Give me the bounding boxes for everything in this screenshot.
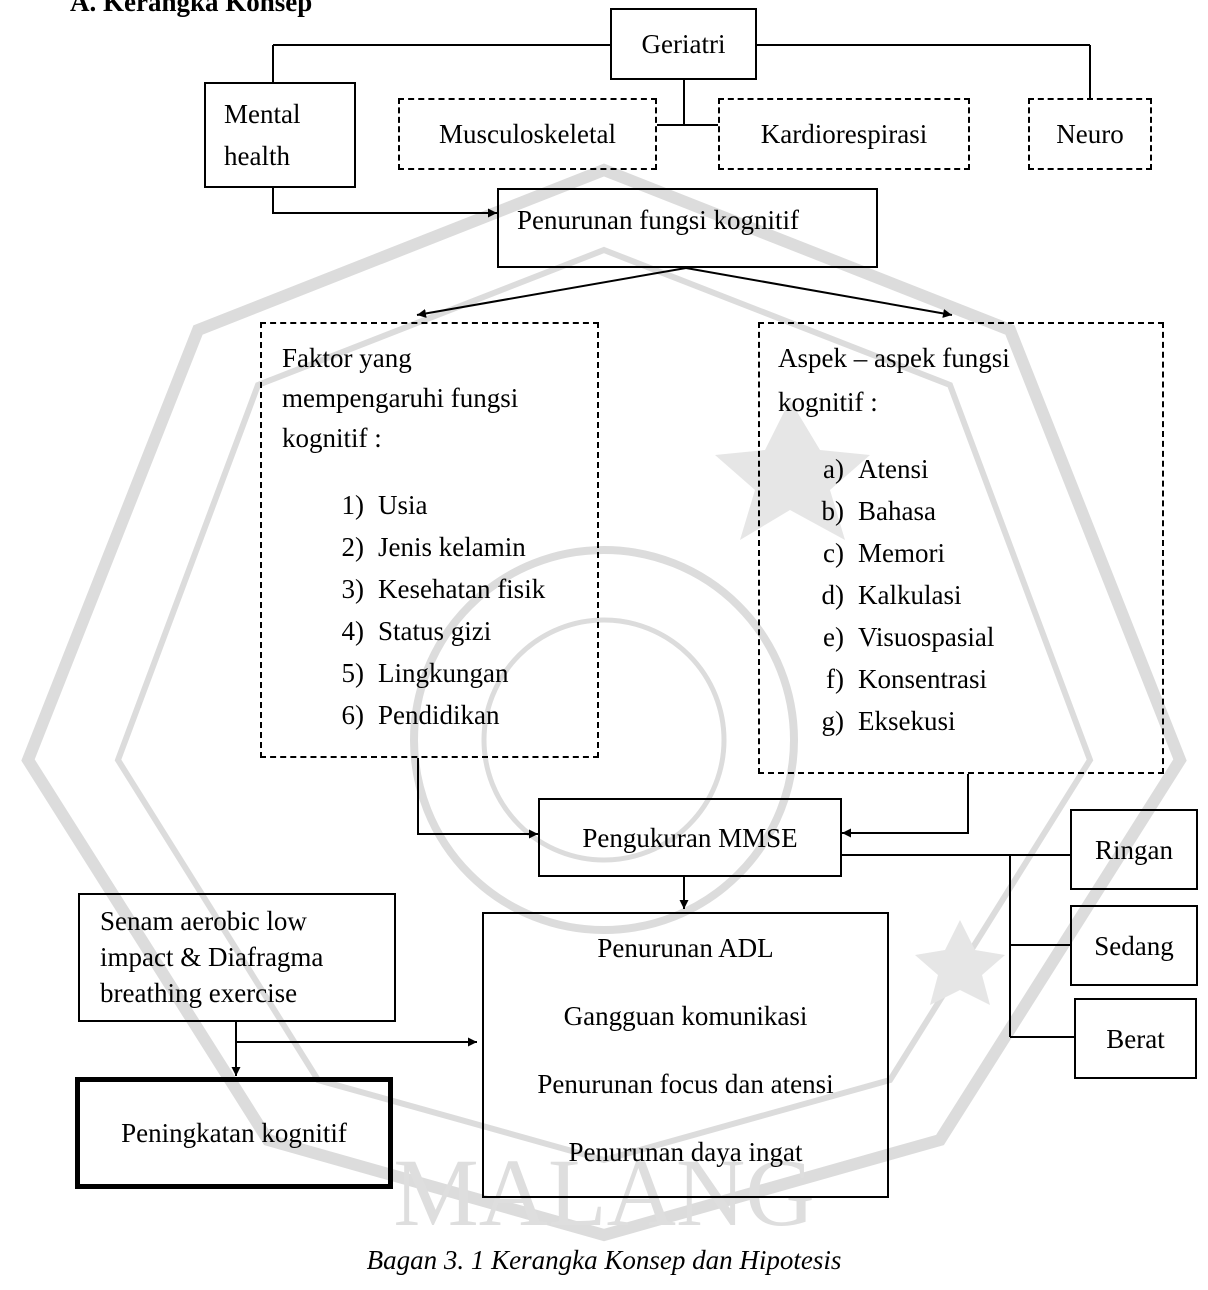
peningkatan-kognitif-box: Peningkatan kognitif <box>75 1077 393 1189</box>
list-item: 4)Status gizi <box>341 616 492 646</box>
senam-line-2: impact & Diafragma <box>100 942 324 972</box>
list-item: e)Visuospasial <box>823 622 995 652</box>
berat-box: Berat <box>1074 998 1197 1079</box>
mental-health-box: Mental health <box>204 82 356 188</box>
adl-line-1: Penurunan ADL <box>597 933 774 963</box>
aspek-list: a)Atensi b)Bahasa c)Memori d)Kalkulasi e… <box>800 448 995 742</box>
adl-box: Penurunan ADL Gangguan komunikasi Penuru… <box>482 912 889 1198</box>
ringan-box: Ringan <box>1070 809 1198 890</box>
adl-line-3: Penurunan focus dan atensi <box>537 1069 834 1099</box>
list-item: 1)Usia <box>341 490 428 520</box>
senam-line-3: breathing exercise <box>100 978 298 1008</box>
kardiorespirasi-box: Kardiorespirasi <box>718 98 970 170</box>
figure-caption: Bagan 3. 1 Kerangka Konsep dan Hipotesis <box>366 1245 842 1275</box>
penurunan-fungsi-kognitif-label: Penurunan fungsi kognitif <box>517 205 799 235</box>
list-item: c)Memori <box>823 538 945 568</box>
list-item: f)Konsentrasi <box>826 664 987 694</box>
musculoskeletal-box: Musculoskeletal <box>398 98 657 170</box>
mmse-label: Pengukuran MMSE <box>582 822 798 853</box>
list-item: d)Kalkulasi <box>821 580 962 610</box>
berat-label: Berat <box>1106 1023 1165 1054</box>
list-item: 5)Lingkungan <box>341 658 509 688</box>
list-item: a)Atensi <box>823 454 929 484</box>
penurunan-fungsi-kognitif-box: Penurunan fungsi kognitif <box>497 188 878 268</box>
faktor-box: Faktor yang mempengaruhi fungsi kognitif… <box>260 322 599 758</box>
sedang-label: Sedang <box>1094 930 1174 961</box>
faktor-title-line-1: Faktor yang <box>282 343 412 373</box>
musculoskeletal-label: Musculoskeletal <box>439 119 616 149</box>
adl-line-2: Gangguan komunikasi <box>563 1001 808 1031</box>
mental-health-line-1: Mental <box>224 99 301 129</box>
svg-text:MALANG: MALANG <box>393 1139 814 1246</box>
faktor-list: 1)Usia 2)Jenis kelamin 3)Kesehatan fisik… <box>320 484 546 736</box>
faktor-title-line-3: kognitif : <box>282 423 382 453</box>
list-item: g)Eksekusi <box>821 706 956 736</box>
mmse-box: Pengukuran MMSE <box>538 798 842 877</box>
geriatri-box: Geriatri <box>610 8 757 80</box>
sedang-box: Sedang <box>1070 905 1198 986</box>
list-item: 6)Pendidikan <box>341 700 500 730</box>
senam-box: Senam aerobic low impact & Diafragma bre… <box>78 893 396 1022</box>
mental-health-line-2: health <box>224 141 290 171</box>
peningkatan-kognitif-label: Peningkatan kognitif <box>121 1118 347 1148</box>
aspek-title-line-1: Aspek – aspek fungsi <box>778 343 1010 373</box>
list-item: 3)Kesehatan fisik <box>341 574 546 604</box>
list-item: b)Bahasa <box>821 496 936 526</box>
senam-line-1: Senam aerobic low <box>100 906 307 936</box>
section-heading: A. Kerangka Konsep <box>70 0 313 17</box>
aspek-title-line-2: kognitif : <box>778 387 878 417</box>
list-item: 2)Jenis kelamin <box>341 532 526 562</box>
adl-line-4: Penurunan daya ingat <box>568 1137 803 1167</box>
kardiorespirasi-label: Kardiorespirasi <box>760 119 928 149</box>
neuro-label: Neuro <box>1056 119 1124 149</box>
aspek-box: Aspek – aspek fungsi kognitif : a)Atensi… <box>758 322 1164 774</box>
faktor-title-line-2: mempengaruhi fungsi <box>282 383 519 413</box>
neuro-box: Neuro <box>1028 98 1152 170</box>
geriatri-label: Geriatri <box>641 29 726 59</box>
ringan-label: Ringan <box>1095 834 1173 865</box>
